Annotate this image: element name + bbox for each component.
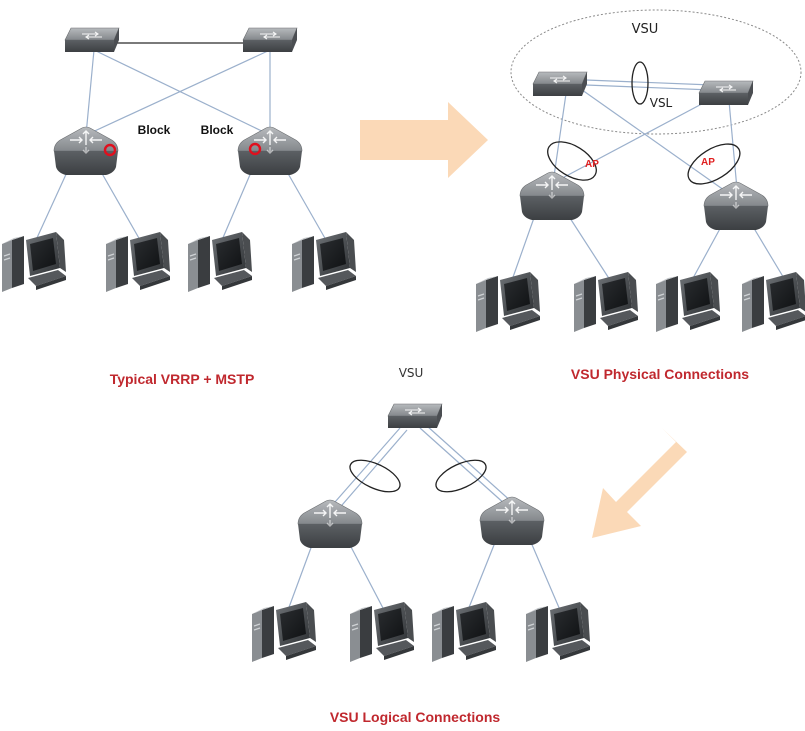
- pc-icon: [187, 231, 253, 293]
- ap-ring-left: [547, 141, 597, 181]
- caption-logical: VSU Logical Connections: [329, 709, 501, 725]
- vsu-logical-switch: [387, 403, 443, 429]
- core-switch-right: [242, 27, 298, 53]
- vsu-member-switch-right: [698, 80, 754, 106]
- vsl-ring: [631, 61, 649, 105]
- vsu-physical-topology: VSU VSL AP AP: [475, 9, 805, 333]
- pc-icon: [431, 601, 497, 663]
- block-label-right: Block: [201, 123, 234, 137]
- link-aggregation-ring-left: [349, 459, 401, 493]
- ap-label-left: AP: [585, 159, 599, 170]
- pc-icon: [349, 601, 415, 663]
- pc-icon: [1, 231, 67, 293]
- pc-icon: [525, 601, 591, 663]
- block-port-marker-left: [103, 143, 117, 157]
- pc-icon: [105, 231, 171, 293]
- caption-physical: VSU Physical Connections: [570, 366, 750, 382]
- vsu-member-switch-left: [532, 71, 588, 97]
- vsl-label: VSL: [650, 96, 673, 110]
- vsu-boundary: [510, 9, 802, 135]
- arrow-down-left: [592, 428, 687, 538]
- pc-icon: [741, 271, 805, 333]
- caption-typical: Typical VRRP + MSTP: [109, 371, 255, 387]
- core-switch-left: [64, 27, 120, 53]
- ap-label-right: AP: [701, 157, 715, 168]
- link-aggregation-ring-right: [435, 459, 487, 493]
- ap-ring-right: [687, 143, 741, 185]
- pc-icon: [291, 231, 357, 293]
- pc-icon: [655, 271, 721, 333]
- vsu-label: VSU: [632, 22, 659, 37]
- access-switch-right: [237, 126, 303, 176]
- access-switch-right: [703, 181, 769, 231]
- pc-icon: [573, 271, 639, 333]
- pc-icon: [475, 271, 541, 333]
- access-switch-right: [479, 496, 545, 546]
- access-switch-left: [297, 499, 363, 549]
- vsu-logical-topology: [251, 403, 591, 663]
- pc-icon: [251, 601, 317, 663]
- block-port-marker-right: [248, 142, 262, 156]
- vsu-logical-label: VSU: [398, 366, 424, 380]
- arrow-right: [360, 102, 488, 178]
- access-switch-left: [53, 126, 119, 176]
- block-label-left: Block: [138, 123, 171, 137]
- typical-topology: Block Block: [1, 27, 357, 293]
